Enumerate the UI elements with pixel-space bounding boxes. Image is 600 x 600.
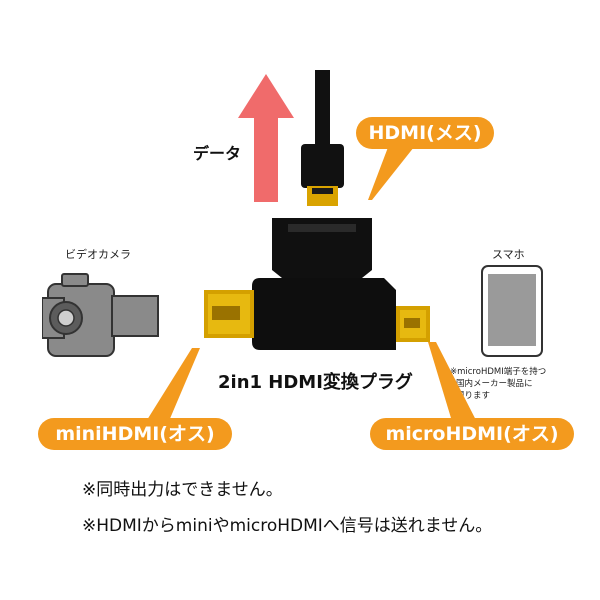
hdmi-female-pointer: [368, 142, 418, 200]
up-arrow-icon: [238, 74, 294, 202]
video-camera-icon: [42, 273, 159, 357]
smartphone-note-line: 限ります: [456, 391, 491, 401]
data-label: データ: [193, 144, 242, 163]
product-name: 2in1 HDMI変換プラグ: [218, 372, 413, 393]
hdmi-female-label: HDMI(メス): [356, 117, 494, 149]
smartphone-label: スマホ: [492, 248, 525, 261]
micro-hdmi-label: microHDMI(オス): [370, 418, 574, 450]
adapter-plug-icon: [204, 218, 430, 350]
note-line-2: ※HDMIからminiやmicroHDMIへ信号は送れません。: [82, 516, 493, 536]
hdmi-cable-icon: [301, 70, 344, 206]
smartphone-note-line: 国内メーカー製品に: [456, 379, 533, 389]
micro-hdmi-pointer: [428, 342, 480, 428]
smartphone-icon: [481, 265, 543, 357]
mini-hdmi-pointer: [142, 348, 200, 428]
smartphone-note: ※microHDMI端子を持つ 国内メーカー製品に 限ります: [450, 366, 600, 402]
mini-hdmi-label: miniHDMI(オス): [38, 418, 232, 450]
smartphone-note-line: ※microHDMI端子を持つ: [450, 367, 547, 377]
video-camera-label: ビデオカメラ: [65, 248, 131, 261]
note-line-1: ※同時出力はできません。: [82, 480, 283, 500]
